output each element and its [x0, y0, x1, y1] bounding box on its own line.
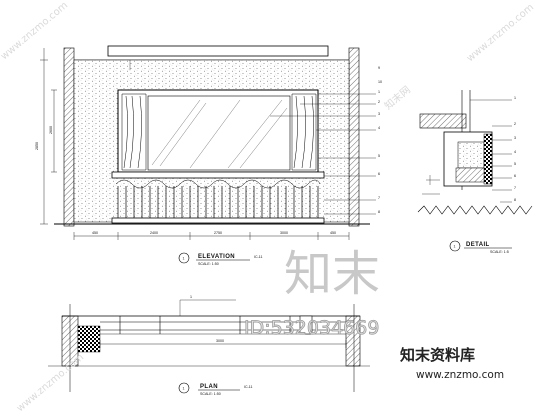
balustrade-rail — [111, 171, 325, 179]
watermark-diagonal-top-left: www.znzmo.com — [0, 0, 70, 62]
detail-head-frame — [419, 113, 467, 129]
plan-callout: 1 — [190, 295, 192, 299]
watermark-diagonal-bottom-left: www.znzmo.com — [15, 352, 86, 414]
plan-dimension — [99, 340, 347, 348]
vertical-dimension — [40, 48, 48, 225]
vertical-dimension-inner-label: 2600 — [49, 126, 53, 134]
plan-sheet-ref: IC-11 — [244, 385, 253, 389]
detail-insulation — [457, 141, 485, 169]
detail-dimension-ticks — [422, 175, 440, 195]
detail-trim — [483, 133, 493, 185]
balusters — [117, 186, 319, 218]
elevation-callout-7: 7 — [378, 196, 380, 200]
watermark-logo-text: 知末 — [284, 246, 380, 302]
vertical-dimension-label: 2850 — [35, 142, 39, 150]
glass-reflection-lines — [151, 99, 288, 169]
elevation-callout-1: 1 — [378, 90, 380, 94]
detail-callout-8: 8 — [514, 198, 516, 202]
elevation-callout-6: 6 — [378, 172, 380, 176]
elevation-view: 2850 2600 450 2400 2750 3000 450 — [35, 45, 382, 266]
detail-callout-2: 2 — [514, 122, 516, 126]
balustrade-base — [111, 217, 325, 224]
plan-left-column-core — [77, 325, 101, 353]
watermark-url: www.znzmo.com — [416, 369, 504, 381]
dim-seg-3: 2750 — [214, 231, 222, 235]
detail-callout-leaders — [470, 99, 512, 203]
detail-callout-1: 1 — [514, 96, 516, 100]
elevation-callout-3: 3 — [378, 112, 380, 116]
elevation-callout-8: 8 — [378, 210, 380, 214]
plan-callout-leader — [179, 299, 236, 316]
elevation-callout-5: 5 — [378, 154, 380, 158]
watermark-diagonal-top-right: www.znzmo.com — [465, 2, 536, 64]
window-glass — [147, 95, 291, 171]
cornice — [107, 45, 329, 57]
watermark-diagonal-center: 知末网 — [382, 83, 413, 112]
elevation-callout-leaders — [129, 60, 376, 215]
plan-view-bubble — [178, 382, 190, 394]
detail-callout-6: 6 — [514, 174, 516, 178]
horizontal-dimension — [73, 232, 350, 240]
plan-title: PLAN — [200, 384, 218, 390]
right-wall — [348, 47, 360, 227]
detail-sill — [455, 167, 485, 183]
detail-view-bubble — [449, 240, 461, 252]
elevation-sheet-ref: IC-11 — [254, 255, 263, 259]
dim-seg-1: 450 — [92, 231, 98, 235]
detail-callout-tags: 1 2 3 4 5 6 7 8 — [514, 96, 516, 202]
dim-seg-5: 450 — [330, 231, 336, 235]
elevation-callout-10: 10 — [378, 80, 382, 84]
elevation-title: ELEVATION — [198, 254, 235, 260]
elevation-callout-tags: 1 2 3 4 5 6 7 8 9 10 — [378, 66, 382, 214]
detail-callout-3: 3 — [514, 136, 516, 140]
plan-window-jambs — [119, 316, 291, 334]
plan-view-number: 1 — [183, 387, 185, 391]
balustrade-ornament — [115, 179, 321, 189]
plan-scale: SCALE: 1:50 — [200, 392, 221, 396]
detail-title: DETAIL — [466, 242, 490, 248]
left-curtain — [121, 93, 147, 171]
elevation-scale: SCALE: 1:50 — [198, 262, 219, 266]
dim-seg-2: 2400 — [150, 231, 158, 235]
detail-scale: SCALE: 1:5 — [490, 250, 509, 254]
detail-view: 1 2 3 4 5 6 7 8 1 DETAIL SCALE: 1:5 — [417, 90, 533, 254]
detail-view-number: 1 — [454, 245, 456, 249]
detail-callout-7: 7 — [514, 186, 516, 190]
plan-dimension-label: 3000 — [216, 339, 224, 343]
dim-seg-4: 3000 — [280, 231, 288, 235]
detail-callout-5: 5 — [514, 162, 516, 166]
elevation-callout-2: 2 — [378, 100, 380, 104]
left-wall — [63, 47, 75, 227]
right-curtain — [291, 93, 317, 171]
detail-fabric-wave — [417, 205, 533, 215]
vertical-dimension-inner — [51, 89, 57, 173]
watermark-brand: 知末资料库 — [400, 346, 475, 364]
watermark-id: ID:532034669 — [244, 317, 379, 339]
elevation-view-number: 1 — [183, 257, 185, 261]
plan-mullion — [299, 315, 313, 335]
plan-view: 3000 1 1 PLAN SCALE: 1:50 IC-11 — [48, 295, 370, 396]
elevation-callout-4: 4 — [378, 126, 380, 130]
detail-callout-4: 4 — [514, 150, 516, 154]
elevation-view-bubble — [178, 252, 190, 264]
elevation-callout-9: 9 — [378, 66, 380, 70]
